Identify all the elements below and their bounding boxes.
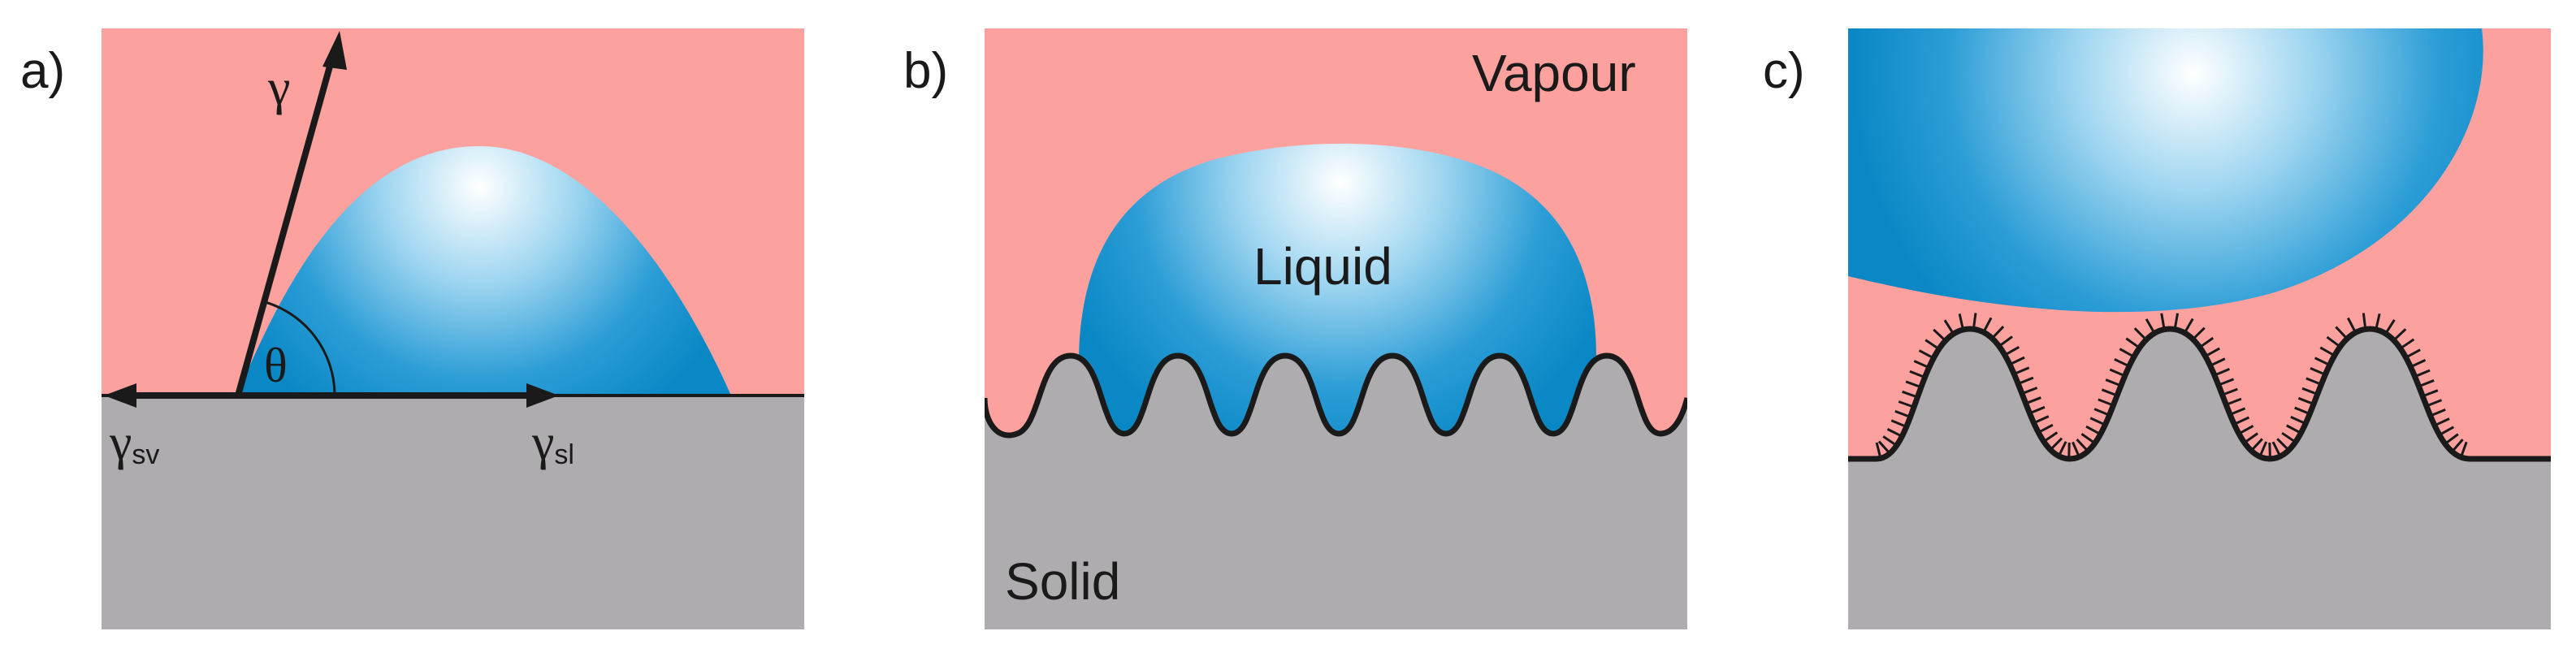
liquid-label: Liquid — [1253, 237, 1392, 296]
surface-hair — [2270, 443, 2271, 459]
gamma-label: γ — [267, 60, 290, 115]
panel-label-b: b) — [903, 43, 948, 99]
theta-label: θ — [264, 339, 288, 392]
panel-label-a: a) — [20, 43, 65, 99]
solid-region — [102, 395, 804, 629]
panel-label-c: c) — [1763, 43, 1805, 99]
panel-c: c) — [1763, 28, 2551, 629]
solid-label: Solid — [1005, 552, 1120, 611]
vapour-label: Vapour — [1472, 44, 1636, 102]
panel-a: a) γ θ γsv γsl — [20, 28, 804, 629]
panel-b: b) Vapour Liquid Solid — [903, 28, 1687, 629]
